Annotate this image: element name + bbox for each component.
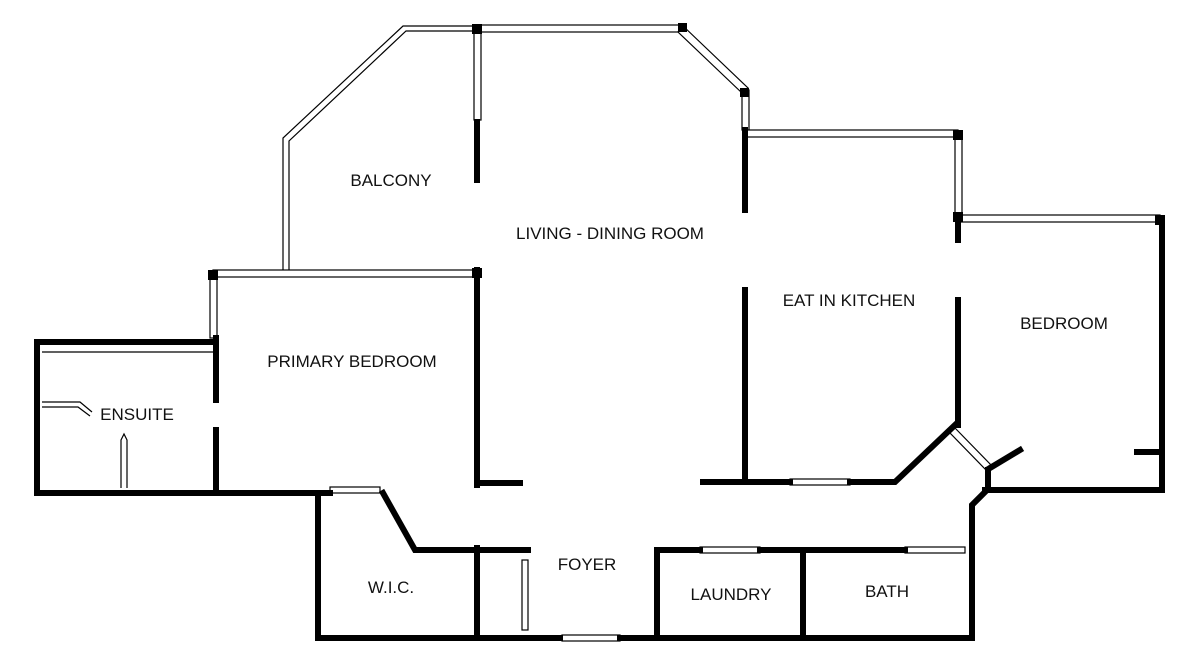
room-label-primary-bedroom: PRIMARY BEDROOM	[267, 352, 437, 371]
room-label-bath: BATH	[864, 582, 910, 601]
room-label-laundry: LAUNDRY	[690, 585, 772, 604]
room-label-bedroom: BEDROOM	[1020, 314, 1108, 333]
walls	[34, 119, 1165, 641]
ensuite-fixtures	[42, 351, 213, 488]
corner-posts	[208, 23, 1165, 280]
room-label-kitchen: EAT IN KITCHEN	[782, 291, 916, 310]
room-label-ensuite: ENSUITE	[100, 405, 174, 424]
balcony-railing	[282, 25, 477, 272]
room-label-wic: W.I.C.	[367, 578, 415, 597]
room-label-foyer: FOYER	[557, 555, 617, 574]
room-label-living-dining: LIVING - DINING ROOM	[516, 224, 704, 243]
room-label-balcony: BALCONY	[350, 171, 432, 190]
